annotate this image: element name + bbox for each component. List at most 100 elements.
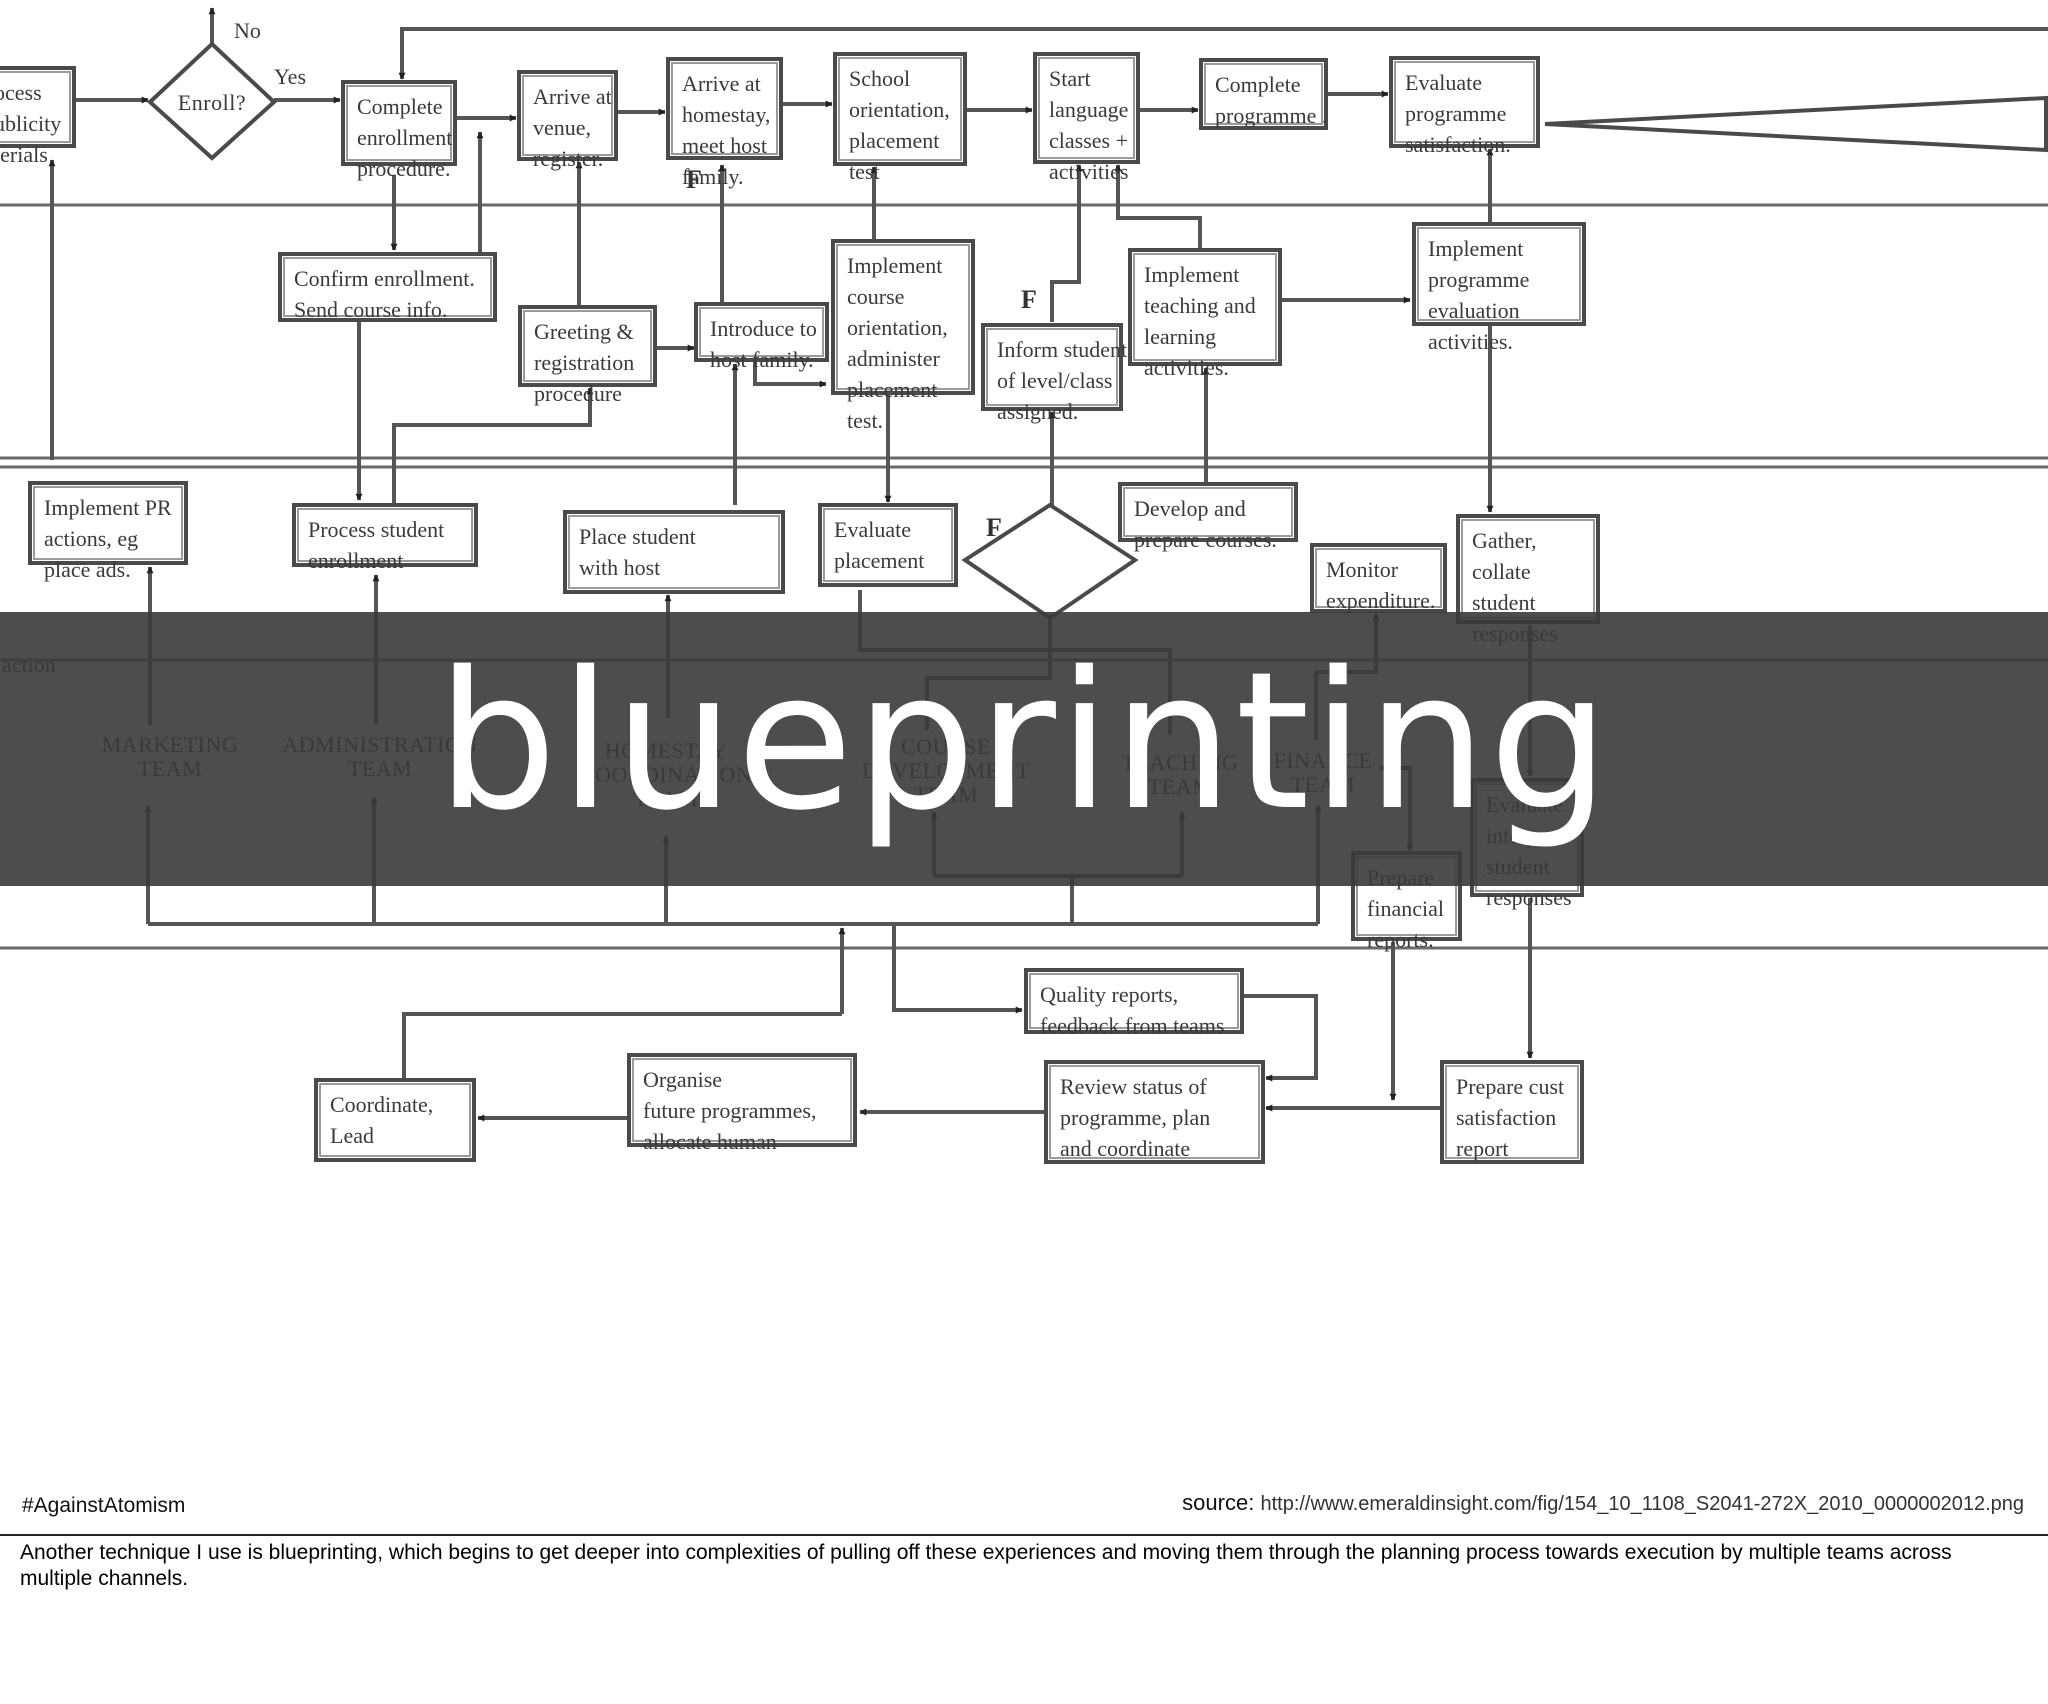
customer-step-classes-frame — [1033, 52, 1140, 164]
backstage-evaluate-placement-text: placement — [834, 548, 924, 573]
frontstage-greeting-inner-frame — [523, 310, 652, 382]
backstage-gather-text: collate — [1472, 559, 1531, 584]
backstage-monitor-frame — [1310, 543, 1447, 613]
customer-step-publicity-frame — [0, 66, 76, 148]
frontstage-orientation-text: test. — [847, 408, 883, 433]
customer-step-enrollment-inner-frame — [346, 85, 452, 161]
frontstage-confirm: Confirm enrollment. Send course info. — [278, 252, 497, 322]
backstage-place-student-inner-frame — [568, 515, 780, 589]
hashtag-label: #AgainstAtomism — [22, 1494, 186, 1517]
frontstage-evaluation-frame — [1412, 222, 1586, 326]
customer-step-classes-text: classes + — [1049, 128, 1128, 153]
flow-nodes: ocessublicityterials Completeenrollmentpr… — [0, 18, 2048, 1164]
customer-step-arrive-homestay-text: family. — [682, 164, 744, 189]
frontstage-inform-inner-frame — [986, 328, 1118, 406]
frontstage-teaching-text: Implement — [1144, 262, 1239, 287]
customer-step-arrive-venue-inner-frame — [522, 75, 613, 156]
frontstage-greeting-text: Greeting & — [534, 319, 634, 344]
frontstage-greeting-frame — [518, 305, 657, 387]
frontstage-evaluation-inner-frame — [1417, 227, 1581, 321]
connector-return-loop — [398, 27, 2048, 80]
frontstage-introduce-text: host family. — [710, 347, 814, 372]
connector-process-greeting — [392, 387, 594, 505]
support-review-status: Review status of programme, plan and coord… — [1044, 1060, 1265, 1164]
customer-step-classes-text: language — [1049, 97, 1128, 122]
customer-step-evaluate-text: programme — [1405, 101, 1506, 126]
customer-step-arrive-homestay-text: meet host — [682, 133, 767, 158]
support-customer-report-text: satisfaction — [1456, 1105, 1556, 1130]
customer-step-complete-frame — [1199, 58, 1328, 130]
support-quality-reports: Quality reports,feedback from teams — [1024, 968, 1244, 1038]
fail-point-marker: F — [686, 165, 702, 194]
decision-no-label: No — [234, 18, 261, 43]
fail-point-marker: F — [1021, 285, 1037, 314]
support-quality-reports-text: Quality reports, — [1040, 982, 1178, 1007]
connector-quality-review — [1244, 994, 1318, 1082]
customer-step-evaluate-text: Evaluate — [1405, 70, 1482, 95]
title-band — [0, 612, 2048, 886]
customer-step-evaluate-inner-frame — [1394, 61, 1535, 143]
customer-step-classes-text: Start — [1049, 66, 1091, 91]
connector-bus-quality — [892, 924, 1023, 1014]
support-review-status-text: programme, plan — [1060, 1105, 1210, 1130]
speaker-notes: Another technique I use is blueprinting,… — [20, 1541, 1952, 1590]
backstage-pr-text: actions, eg — [44, 526, 138, 551]
backstage-place-student-text: with host — [579, 555, 660, 580]
support-coordinate-text: Lead — [330, 1123, 374, 1148]
frontstage-teaching-text: learning — [1144, 324, 1216, 349]
frontstage-evaluation-text: programme — [1428, 267, 1529, 292]
frontstage-confirm-text: Send course info. — [294, 297, 447, 322]
customer-step-arrive-homestay-frame — [666, 57, 783, 160]
backstage-place-student-text: Place student — [579, 524, 696, 549]
support-organise-frame — [627, 1053, 857, 1147]
frontstage-orientation-frame — [831, 239, 975, 395]
backstage-monitor-text: expenditure. — [1326, 588, 1435, 613]
flow-connectors — [48, 7, 2048, 1122]
backstage-enrollment-text: Process student — [308, 517, 444, 542]
frontstage-greeting-text: registration — [534, 350, 634, 375]
backstage-evaluate-placement-inner-frame — [823, 508, 953, 582]
frontstage-introduce-frame — [694, 302, 829, 362]
frontstage-confirm-text: Confirm enrollment. — [294, 266, 475, 291]
backstage-pr-frame — [28, 481, 188, 565]
support-review-status-frame — [1044, 1060, 1265, 1164]
frontstage-confirm-frame — [278, 252, 497, 322]
support-coordinate-frame — [314, 1078, 476, 1162]
customer-step-classes-text: activities — [1049, 159, 1128, 184]
backstage-enrollment-inner-frame — [297, 508, 473, 562]
customer-step-arrive-homestay-text: homestay, — [682, 102, 770, 127]
customer-step-publicity: ocessublicityterials — [0, 66, 76, 167]
frontstage-teaching-text: teaching and — [1144, 293, 1256, 318]
support-organise-text: future programmes, — [643, 1098, 817, 1123]
frontstage-orientation-text: administer — [847, 346, 941, 371]
customer-step-classes: Start language classes + activities — [1033, 52, 1140, 184]
frontstage-evaluation-text: activities. — [1428, 329, 1513, 354]
source-credit: source: http://www.emeraldinsight.com/fi… — [1182, 1490, 2024, 1516]
customer-step-arrive-venue-text: venue, — [533, 115, 591, 140]
customer-step-complete-text: Complete — [1215, 72, 1301, 97]
slide-title: blueprinting — [436, 631, 1612, 852]
frontstage-inform-text: assigned. — [997, 399, 1078, 424]
backstage-monitor: Monitor expenditure. — [1310, 543, 1447, 613]
support-review-status-text: and coordinate — [1060, 1136, 1190, 1161]
support-customer-report-text: report — [1456, 1136, 1509, 1161]
support-review-status-text: Review status of — [1060, 1074, 1207, 1099]
slide-footer — [0, 1470, 2048, 1533]
enroll-decision-label: Enroll? — [178, 90, 246, 115]
backstage-pr-text: Implement PR — [44, 495, 172, 520]
frontstage-teaching-frame — [1128, 248, 1282, 366]
enroll-decision-shape — [147, 41, 277, 161]
frontstage-inform-frame — [981, 323, 1123, 411]
backstage-monitor-text: Monitor — [1326, 557, 1399, 582]
backstage-enrollment-frame — [292, 503, 478, 567]
backstage-pr-inner-frame — [33, 486, 183, 560]
